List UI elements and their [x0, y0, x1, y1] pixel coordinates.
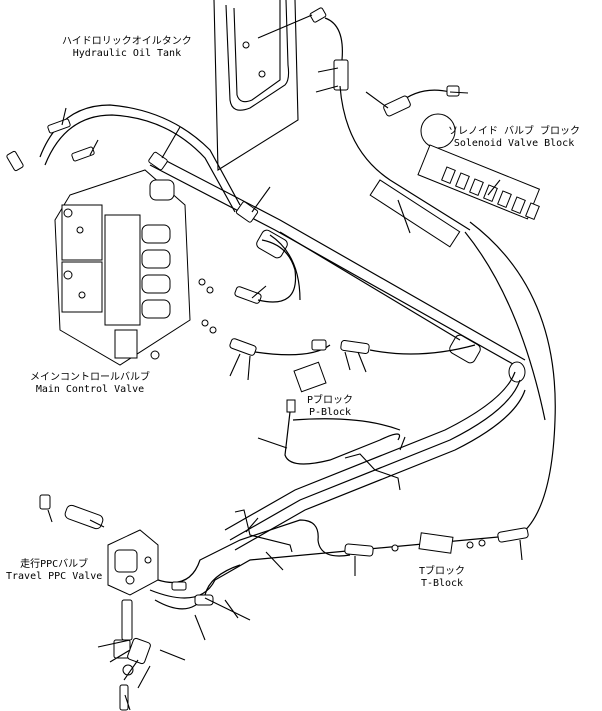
solenoid-valve-block-label: ソレノイド バルブ ブロック Solenoid Valve Block: [448, 126, 580, 150]
p-block-jp: Pブロック: [307, 395, 354, 406]
supply-hoses: [6, 104, 259, 223]
hydraulic-oil-tank: [213, 0, 299, 171]
hydraulic-oil-tank-jp: ハイドロリックオイルタンク: [62, 36, 192, 47]
tank-return-fitting: [309, 7, 349, 91]
main-control-valve-jp: メインコントロールバルブ: [30, 372, 150, 383]
p-block-en: P-Block: [308, 407, 352, 418]
right-loop-hoses: [224, 85, 556, 551]
pipe-clamps: [234, 453, 401, 553]
solenoid-valve-block-jp: ソレノイド バルブ ブロック: [448, 126, 581, 137]
p-block: [284, 339, 476, 465]
leader-lines: [47, 14, 523, 711]
solenoid-valve-block-en: Solenoid Valve Block: [453, 138, 575, 149]
t-block-jp: Tブロック: [419, 566, 466, 577]
t-block-en: T-Block: [420, 578, 464, 589]
travel-ppc-valve-jp: 走行PPCバルブ: [20, 559, 89, 570]
main-pipe: [149, 154, 526, 383]
travel-ppc-valve-label: 走行PPCバルブ Travel PPC Valve: [6, 559, 102, 583]
control-valve-fittings: [229, 234, 331, 356]
travel-ppc-valve-en: Travel PPC Valve: [6, 571, 103, 582]
main-control-valve: [54, 169, 217, 366]
main-control-valve-en: Main Control Valve: [35, 384, 145, 395]
main-control-valve-label: メインコントロールバルブ Main Control Valve: [30, 372, 150, 396]
ppc-bottom-fittings: [113, 581, 214, 711]
t-block: [344, 527, 529, 557]
solenoid-valve-block: [383, 85, 541, 221]
hydraulic-oil-tank-en: Hydraulic Oil Tank: [72, 48, 182, 59]
p-block-label: Pブロック P-Block: [307, 395, 353, 419]
hydraulic-oil-tank-label: ハイドロリックオイルタンク Hydraulic Oil Tank: [62, 36, 192, 60]
t-block-label: Tブロック T-Block: [419, 566, 465, 590]
